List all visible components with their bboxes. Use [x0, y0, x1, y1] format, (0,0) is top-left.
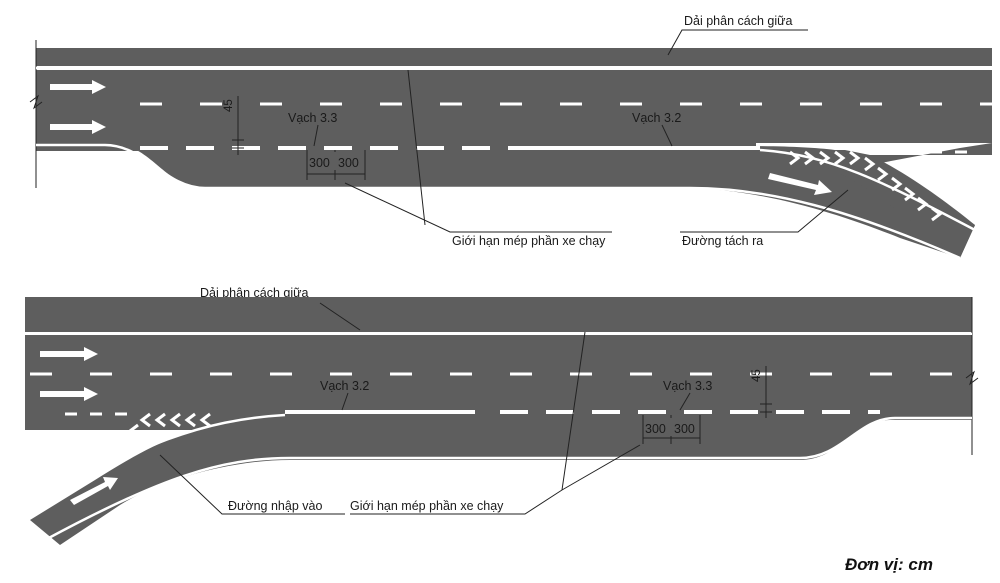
arrow-right-icon	[40, 347, 98, 361]
arrow-right-icon	[70, 477, 118, 505]
arrow-right-icon	[768, 173, 832, 195]
top-left-break-zigzag	[29, 94, 43, 110]
chevron	[169, 412, 181, 428]
bottom-merge-leader	[159, 454, 345, 515]
chevron	[139, 412, 151, 428]
top-edge-label: Giới hạn mép phần xe chạy	[452, 234, 606, 248]
top-dim-300-a: 300	[309, 156, 330, 170]
top-mark-3-3-label: Vạch 3.3	[288, 111, 337, 125]
chevron	[127, 423, 139, 439]
top-median-leader	[667, 29, 808, 56]
top-diverge-label: Đường tách ra	[682, 234, 763, 248]
bottom-dim-45-label: 45	[751, 369, 763, 382]
chevron	[904, 186, 916, 202]
top-chevron-markings	[789, 150, 967, 222]
chevron	[199, 412, 211, 428]
bottom-median-strip	[25, 297, 972, 332]
bottom-dim-300: 300 300	[642, 415, 701, 444]
chevron	[917, 196, 929, 212]
bottom-right-break-zigzag	[965, 370, 979, 386]
bottom-mark-3-3-label: Vạch 3.3	[663, 379, 712, 393]
bottom-mark-3-2-label: Vạch 3.2	[320, 379, 369, 393]
bottom-direction-arrows	[40, 347, 118, 505]
top-main-carriageway	[36, 70, 992, 143]
bottom-merge-label: Đường nhập vào	[228, 499, 322, 513]
arrow-right-icon	[50, 80, 106, 94]
top-dim-45-label: 45	[223, 99, 235, 112]
bottom-dim-45: 45	[751, 366, 772, 418]
top-median-strip	[36, 48, 992, 66]
bottom-dim-300-b: 300	[674, 422, 695, 436]
chevron	[69, 463, 81, 479]
bottom-median-label: Dải phân cách giữa	[200, 286, 308, 300]
arrow-right-icon	[40, 387, 98, 401]
chevron	[819, 150, 831, 166]
bottom-ramp-edge	[34, 413, 286, 507]
top-ramp-edge	[759, 148, 976, 232]
chevron	[931, 206, 943, 222]
bottom-chevron-markings	[39, 412, 211, 499]
top-edge-line	[36, 143, 961, 260]
chevron	[864, 156, 876, 172]
chevron	[834, 150, 846, 166]
top-median-label: Dải phân cách giữa	[684, 14, 792, 28]
top-mark-3-2-label: Vạch 3.2	[632, 111, 681, 125]
top-dim-300-b: 300	[338, 156, 359, 170]
top-panel: 45 300 300 Vạch 3.3 Vạch 3.2 Dải phân cá…	[29, 14, 992, 260]
chevron	[877, 166, 889, 182]
bottom-merge-lane	[25, 410, 972, 545]
bottom-edge-line	[44, 416, 972, 542]
chevron	[789, 150, 801, 166]
top-dim-300: 300 300	[306, 150, 366, 180]
bottom-edge-label: Giới hạn mép phần xe chạy	[350, 499, 504, 513]
bottom-edge-leader	[350, 331, 641, 515]
top-diverge-lane	[36, 143, 992, 258]
bottom-dim-300-a: 300	[645, 422, 666, 436]
top-dim-45: 45	[223, 96, 244, 155]
top-edge-leader	[344, 69, 612, 233]
chevron	[804, 150, 816, 166]
chevron	[54, 473, 66, 489]
bottom-median-leader	[319, 302, 361, 331]
top-diverge-leader	[680, 189, 849, 233]
chevron	[99, 443, 111, 459]
chevron	[84, 453, 96, 469]
chevron	[184, 412, 196, 428]
chevron	[891, 176, 903, 192]
chevron	[114, 433, 126, 449]
bottom-panel: Dải phân cách giữa	[25, 286, 979, 545]
chevron	[849, 150, 861, 166]
top-diverge-ramp	[740, 146, 975, 258]
unit-label: Đơn vị: cm	[845, 555, 933, 574]
chevron	[39, 483, 51, 499]
arrow-right-icon	[50, 120, 106, 134]
top-direction-arrows	[50, 80, 832, 195]
chevron	[154, 412, 166, 428]
